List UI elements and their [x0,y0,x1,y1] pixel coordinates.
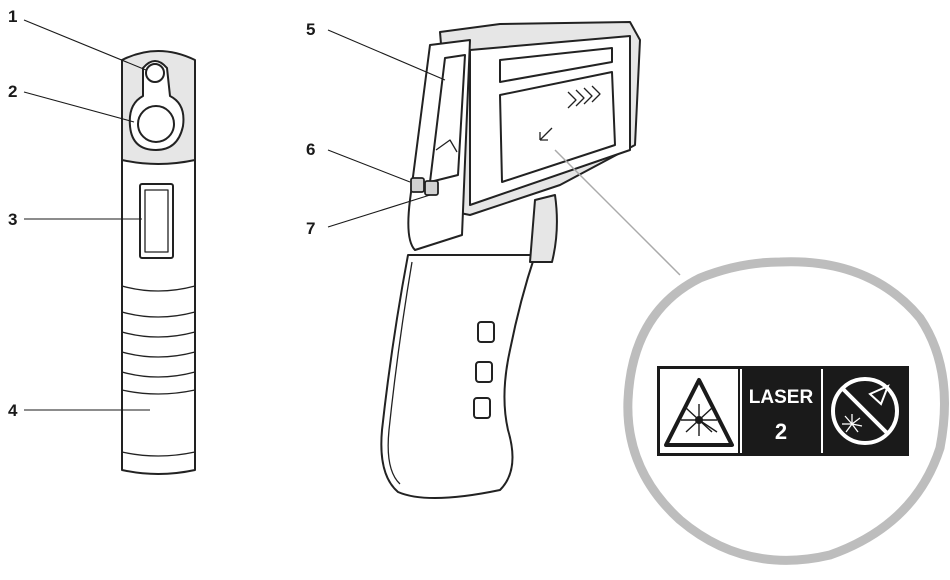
trigger-inner [144,189,169,253]
callout-1: 1 [8,7,17,26]
beam-burst-icon [842,414,863,433]
handle-bump-3 [473,397,491,419]
display-glare [435,139,458,153]
callout-2: 2 [8,82,17,101]
thermometer-side-view [380,21,641,500]
callout-5: 5 [306,20,315,39]
handle-bump-1 [477,321,495,343]
leader-lines [23,19,446,411]
button-1 [410,177,425,193]
magnifier-pointer-line [554,149,681,276]
thermometer-front-view [121,50,196,475]
laser-class-number: 2 [775,419,787,444]
sensor-window [499,71,616,183]
laser-warning-callout: LASER 2 [554,149,949,565]
callout-7: 7 [306,219,315,238]
laser-word: LASER [749,387,814,408]
beam-arrow-icon [868,384,890,406]
warning-triangle-icon [664,378,734,447]
laser-arrow-mark [539,127,553,141]
handle-bump-2 [475,361,493,383]
handle-grip-line [387,261,413,485]
button-2 [424,180,439,196]
callout-6: 6 [306,140,315,159]
callout-3: 3 [8,210,17,229]
chevron-marks [567,85,601,109]
trigger [529,194,558,263]
callout-4: 4 [8,401,18,420]
prohibition-slash [840,386,890,436]
trigger-front [139,183,174,259]
infrared-lens [137,105,175,143]
handle [380,254,536,500]
callout-numbers: 1 2 3 4 5 6 7 [8,7,315,420]
grip-bands [121,285,196,457]
upper-slot [499,47,613,83]
no-eye-exposure-icon [831,377,899,445]
laser-aperture [145,63,165,83]
